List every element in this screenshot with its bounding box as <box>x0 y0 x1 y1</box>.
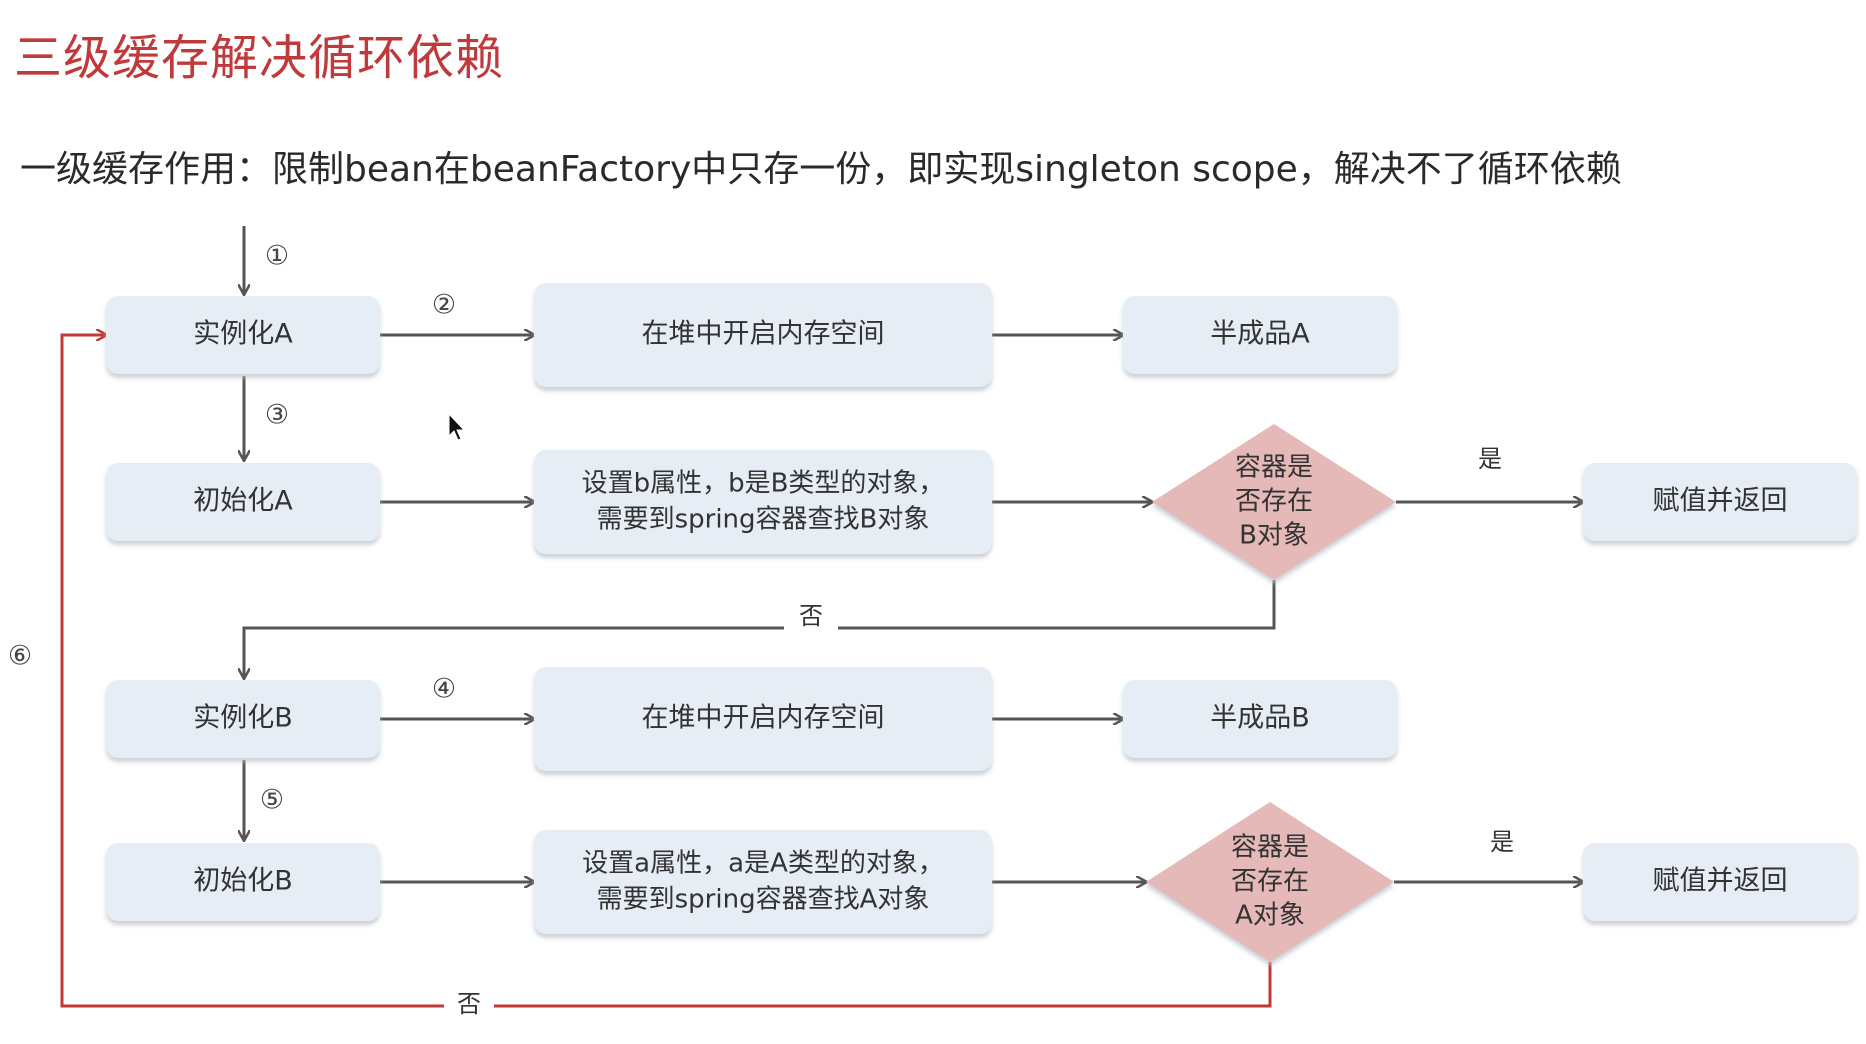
decision-check-a-line3: A对象 <box>1235 901 1305 931</box>
node-set-b: 设置b属性，b是B类型的对象， 需要到spring容器查找B对象 <box>534 450 992 554</box>
node-set-b-line2: 需要到spring容器查找B对象 <box>597 505 930 535</box>
label-yes-1: 是 <box>1478 445 1502 473</box>
node-instantiate-b: 实例化B <box>106 680 380 758</box>
node-alloc-a: 在堆中开启内存空间 <box>534 283 992 387</box>
node-instantiate-b-label: 实例化B <box>193 703 293 734</box>
node-return-1-label: 赋值并返回 <box>1653 486 1788 517</box>
no-label-bg-2 <box>444 984 494 1026</box>
decision-check-a-line2: 否存在 <box>1231 867 1309 897</box>
node-return-2-label: 赋值并返回 <box>1653 866 1788 897</box>
connectors <box>244 226 1583 882</box>
step-3-marker: ③ <box>265 400 289 431</box>
no-label-bg-1 <box>784 606 838 648</box>
node-set-a-line2: 需要到spring容器查找A对象 <box>597 885 930 915</box>
node-init-b: 初始化B <box>106 843 380 921</box>
decision-check-b-line3: B对象 <box>1239 521 1309 551</box>
step-1-marker: ① <box>265 241 289 272</box>
decision-check-b: 容器是 否存在 B对象 <box>1152 424 1396 580</box>
step-6-marker: ⑥ <box>8 641 32 672</box>
decision-check-a: 容器是 否存在 A对象 <box>1146 802 1394 962</box>
label-no-1: 否 <box>799 602 823 630</box>
node-init-b-label: 初始化B <box>193 866 293 897</box>
label-no-2: 否 <box>457 990 481 1018</box>
node-set-b-line1: 设置b属性，b是B类型的对象， <box>582 469 945 499</box>
node-alloc-a-label: 在堆中开启内存空间 <box>642 319 885 350</box>
node-half-a: 半成品A <box>1123 296 1397 374</box>
node-init-a: 初始化A <box>106 463 380 541</box>
step-4-marker: ④ <box>432 674 456 705</box>
node-init-a-label: 初始化A <box>193 486 293 517</box>
node-alloc-b-label: 在堆中开启内存空间 <box>642 703 885 734</box>
page-subtitle: 一级缓存作用：限制bean在beanFactory中只存一份，即实现single… <box>20 149 1622 190</box>
node-set-a: 设置a属性，a是A类型的对象， 需要到spring容器查找A对象 <box>534 830 992 934</box>
node-half-b-label: 半成品B <box>1210 703 1310 734</box>
step-2-marker: ② <box>432 290 456 321</box>
mouse-cursor-icon <box>448 412 466 441</box>
node-return-2: 赋值并返回 <box>1583 843 1857 921</box>
arrow-check-b-no <box>244 580 1276 678</box>
page-title: 三级缓存解决循环依赖 <box>14 30 505 86</box>
node-alloc-b: 在堆中开启内存空间 <box>534 667 992 771</box>
node-instantiate-a-label: 实例化A <box>193 319 293 350</box>
decision-check-b-line2: 否存在 <box>1235 487 1313 517</box>
node-instantiate-a: 实例化A <box>106 296 380 374</box>
node-half-b: 半成品B <box>1123 680 1397 758</box>
step-5-marker: ⑤ <box>260 785 284 816</box>
node-return-1: 赋值并返回 <box>1583 463 1857 541</box>
label-yes-2: 是 <box>1490 828 1514 856</box>
decision-check-a-line1: 容器是 <box>1231 833 1309 863</box>
node-set-a-line1: 设置a属性，a是A类型的对象， <box>582 849 944 879</box>
arrow-check-a-no-loop <box>60 335 1272 1008</box>
node-half-a-label: 半成品A <box>1210 319 1310 350</box>
decision-check-b-line1: 容器是 <box>1235 453 1313 483</box>
